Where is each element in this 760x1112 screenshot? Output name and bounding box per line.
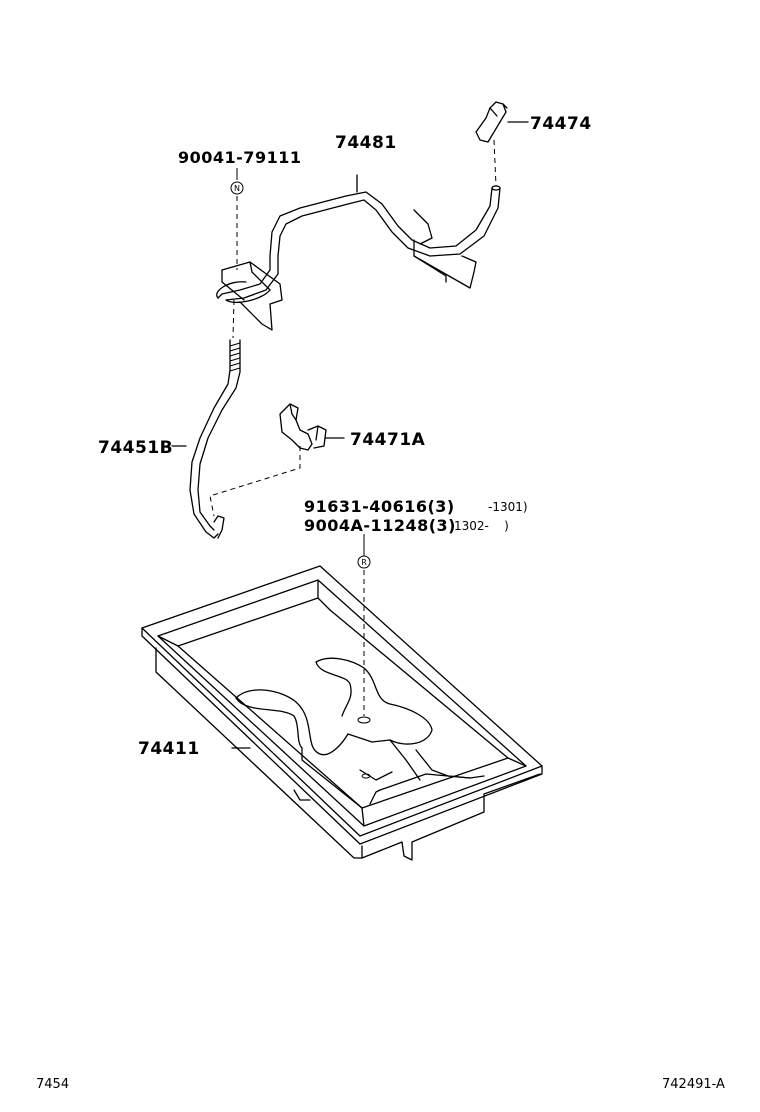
note-line1-range: -1301) — [488, 500, 528, 514]
clamp-74474-drawing — [475, 101, 529, 187]
marker-n: N — [234, 184, 240, 193]
note-line2-code: 9004A-11248(3) — [304, 516, 456, 535]
tray-74411-drawing — [141, 565, 543, 861]
footer-left-code: 7454 — [36, 1077, 69, 1092]
bolt-90041-drawing: N — [230, 168, 244, 339]
note-line2-range: 1302- ) — [454, 519, 509, 533]
note-line1-code: 91631-40616(3) — [304, 497, 455, 516]
marker-r: R — [361, 558, 367, 567]
footer-right-code: 742491-A — [662, 1077, 725, 1092]
part-label-90041-79111: 90041-79111 — [178, 148, 301, 167]
part-label-74451b: 74451B — [98, 438, 173, 458]
clamp-74471a-drawing — [209, 403, 345, 517]
rod-74451b-drawing — [171, 339, 241, 539]
part-label-74411: 74411 — [138, 739, 200, 759]
part-label-74481: 74481 — [335, 133, 397, 153]
rod-74481-drawing — [216, 174, 501, 331]
part-label-74474: 74474 — [530, 114, 592, 134]
bolt-r-drawing: R — [357, 534, 371, 716]
part-label-74471a: 74471A — [350, 430, 426, 450]
